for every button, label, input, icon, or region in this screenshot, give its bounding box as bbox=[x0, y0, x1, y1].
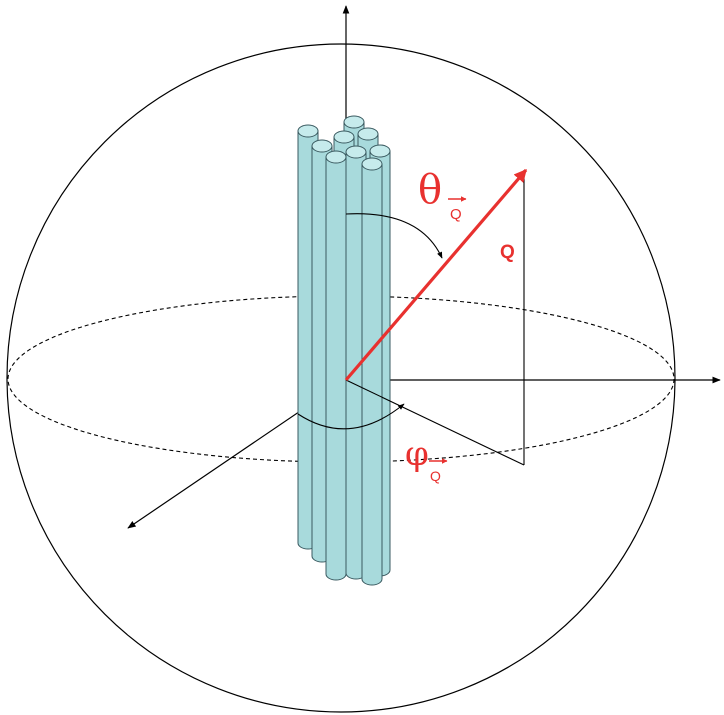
rod-top-cap bbox=[369, 144, 391, 158]
equator-dashed-ellipse bbox=[7, 295, 675, 463]
rod-top-cap bbox=[325, 150, 347, 164]
phi-subscript-label: Q bbox=[430, 468, 441, 484]
phi-symbol-label: φ bbox=[405, 434, 429, 474]
rod-top-cap bbox=[297, 124, 319, 138]
theta-arc bbox=[345, 213, 443, 259]
rod-top-cap bbox=[345, 145, 367, 159]
phi-arc bbox=[297, 403, 405, 430]
rod-body bbox=[325, 156, 347, 581]
rod-top-cap bbox=[333, 130, 355, 144]
rod-top-cap bbox=[311, 139, 333, 153]
theta-subscript-label: Q bbox=[450, 206, 462, 223]
q-vector-arrow bbox=[344, 168, 528, 382]
rod-body bbox=[361, 163, 383, 586]
rod-top-cap bbox=[357, 127, 379, 141]
rod-bundle bbox=[297, 115, 391, 586]
theta-symbol-label: θ bbox=[418, 167, 442, 213]
sphere-outline bbox=[6, 43, 676, 713]
rod-top-cap bbox=[361, 157, 383, 171]
rod-top-cap bbox=[343, 115, 365, 129]
rod-cylinder bbox=[325, 150, 347, 581]
q-vector-label: Q bbox=[500, 242, 515, 263]
projection-line-horizontal bbox=[345, 379, 525, 466]
rod-cylinder bbox=[361, 157, 383, 586]
